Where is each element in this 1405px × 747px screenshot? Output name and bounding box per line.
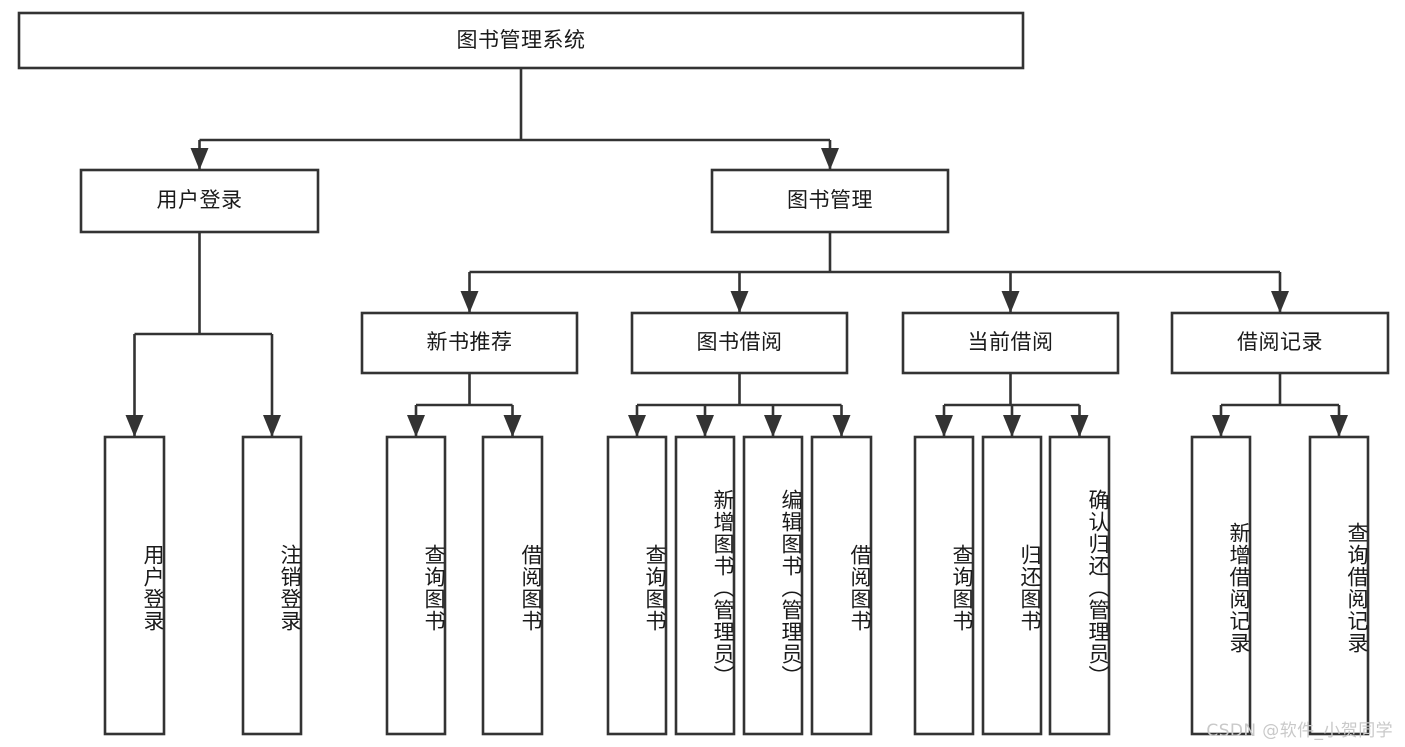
arrow-head-icon bbox=[407, 415, 425, 437]
node-box-leaf-10[interactable] bbox=[1048, 435, 1111, 736]
node-box-leaf-6[interactable] bbox=[742, 435, 804, 736]
node-box-leaf-2[interactable] bbox=[385, 435, 447, 736]
node-box-leaf-7[interactable] bbox=[810, 435, 873, 736]
arrow-head-icon bbox=[696, 415, 714, 437]
node-box-level3-0[interactable] bbox=[360, 311, 579, 375]
node-box-level3-2[interactable] bbox=[901, 311, 1120, 375]
arrow-head-icon bbox=[460, 291, 479, 313]
arrow-head-icon bbox=[764, 415, 782, 437]
arrow-head-icon bbox=[263, 415, 281, 437]
connector-lines-layer bbox=[125, 68, 1348, 437]
arrow-head-icon bbox=[628, 415, 646, 437]
node-box-leaf-1[interactable] bbox=[241, 435, 303, 736]
watermark-text: CSDN @软件_小贺同学 bbox=[1206, 721, 1393, 741]
arrow-head-icon bbox=[821, 148, 839, 170]
node-box-leaf-9[interactable] bbox=[981, 435, 1043, 736]
node-box-root[interactable] bbox=[17, 11, 1025, 70]
arrow-head-icon bbox=[1330, 415, 1348, 437]
arrow-head-icon bbox=[1003, 415, 1021, 437]
node-boxes-layer bbox=[17, 11, 1390, 736]
arrow-head-icon bbox=[832, 415, 851, 437]
node-box-level2-1[interactable] bbox=[710, 168, 950, 234]
node-box-leaf-5[interactable] bbox=[674, 435, 736, 736]
node-box-leaf-12[interactable] bbox=[1308, 435, 1370, 736]
node-box-leaf-3[interactable] bbox=[481, 435, 544, 736]
arrow-head-icon bbox=[1212, 415, 1230, 437]
node-box-leaf-4[interactable] bbox=[606, 435, 668, 736]
arrow-head-icon bbox=[1001, 291, 1020, 313]
arrow-head-icon bbox=[190, 148, 209, 170]
arrow-head-icon bbox=[1070, 415, 1089, 437]
node-box-level3-3[interactable] bbox=[1170, 311, 1390, 375]
node-box-leaf-8[interactable] bbox=[913, 435, 975, 736]
node-box-leaf-0[interactable] bbox=[103, 435, 166, 736]
node-box-level2-0[interactable] bbox=[79, 168, 320, 234]
arrow-head-icon bbox=[125, 415, 144, 437]
node-box-level3-1[interactable] bbox=[630, 311, 849, 375]
arrow-head-icon bbox=[503, 415, 522, 437]
node-box-leaf-11[interactable] bbox=[1190, 435, 1252, 736]
arrow-head-icon bbox=[935, 415, 953, 437]
arrow-head-icon bbox=[1271, 291, 1289, 313]
arrow-head-icon bbox=[730, 291, 749, 313]
